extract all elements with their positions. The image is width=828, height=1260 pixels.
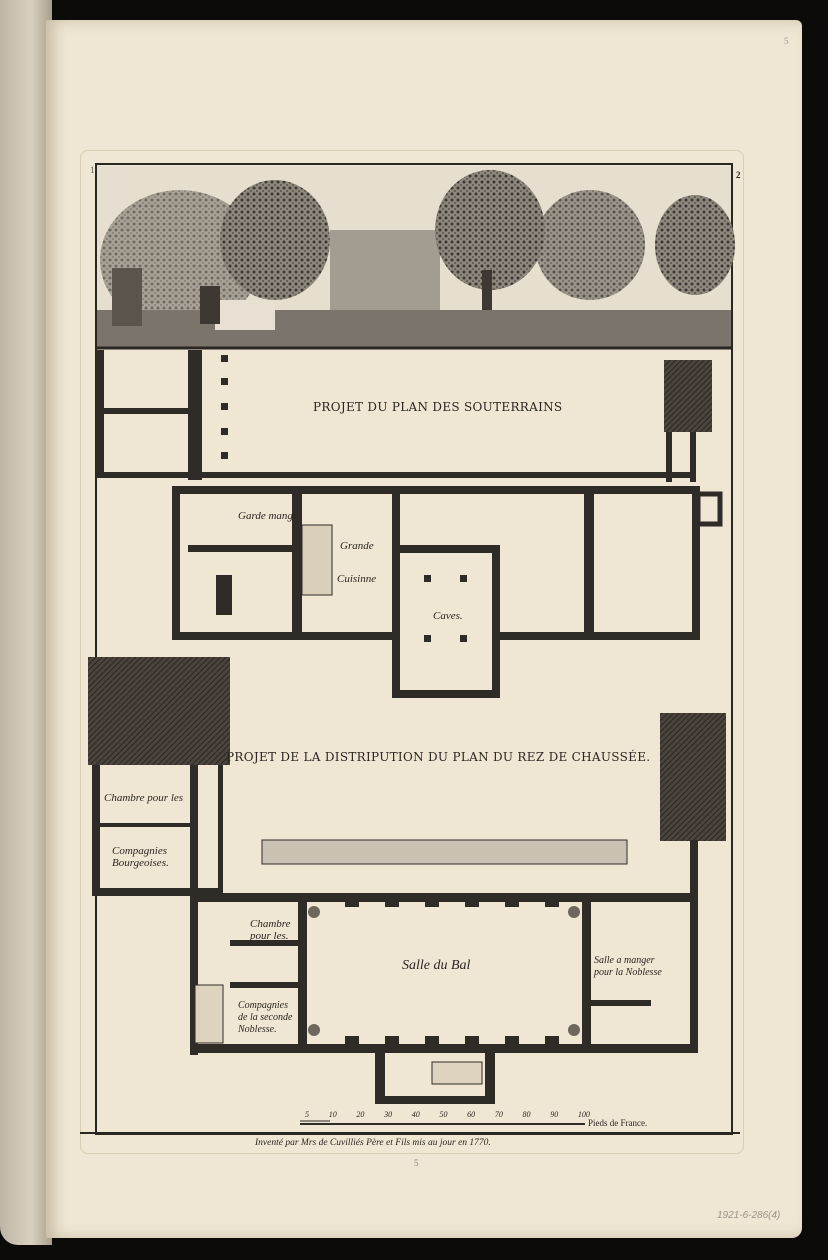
plate-number-right: 2 [736, 170, 741, 180]
scale-tick: 100 [577, 1110, 590, 1119]
scale-bar [300, 1120, 585, 1125]
label-line: Compagnies [112, 845, 167, 857]
room-label-chambre-2: Chambre pour les. [250, 918, 291, 942]
scale-unit: Pieds de France. [588, 1118, 648, 1128]
scale-tick: 10 [328, 1110, 337, 1119]
scale-tick: 20 [356, 1110, 365, 1119]
lower-plan-title: PROJET DE LA DISTRIPUTION DU PLAN DU REZ… [226, 750, 651, 764]
plate-number-left: 1 [90, 165, 95, 175]
plate-mark [80, 150, 744, 1154]
label-line: Salle a manger [594, 955, 655, 966]
room-label-caves: Caves. [433, 610, 463, 622]
scale-tick: 80 [522, 1110, 531, 1119]
scale-tick: 5 [305, 1110, 309, 1119]
room-label-garde-manger: Garde mange [238, 510, 298, 522]
scale-tick: 70 [494, 1110, 503, 1119]
label-line: Bourgeoises. [112, 857, 169, 869]
label-line: pour les. [250, 930, 289, 942]
upper-plan-title: PROJET DU PLAN DES SOUTERRAINS [313, 400, 563, 414]
pillars [221, 355, 228, 459]
scale-tick: 50 [439, 1110, 448, 1119]
page-number-bottom: 5 [414, 1158, 419, 1168]
label-line: Noblesse. [238, 1024, 277, 1035]
room-label-compagnies-bourgeoises: Compagnies Bourgeoises. [112, 845, 169, 869]
room-label-salle-du-bal: Salle du Bal [402, 958, 471, 973]
rez-de-chaussee-plan [88, 657, 726, 1104]
souterrains-plan [96, 350, 723, 698]
scale-tick: 40 [411, 1110, 420, 1119]
scale-tick: 30 [384, 1110, 393, 1119]
room-label-salle-a-manger: Salle a manger pour la Noblesse [594, 955, 662, 979]
garden-vignette [97, 166, 735, 348]
adjacent-page-edge [0, 0, 52, 1245]
scale-ticks: 5 10 20 30 40 50 60 70 80 90 100 [305, 1110, 590, 1119]
scale-tick: 60 [467, 1110, 476, 1119]
room-label-grande: Grande [340, 540, 374, 552]
wall-piers [345, 897, 559, 1046]
label-line: pour la Noblesse [594, 967, 662, 978]
label-line: Chambre [250, 918, 291, 930]
label-line: de la seconde [238, 1012, 293, 1023]
room-label-compagnies-noblesse: Compagnies de la seconde Noblesse. [238, 1000, 292, 1036]
room-label-cuisinne: Cuisinne [337, 573, 377, 585]
credit-line: Inventé par Mrs de Cuvilliés Père et Fil… [255, 1138, 491, 1148]
label-line: Compagnies [238, 1000, 288, 1011]
room-label-chambre-1: Chambre pour les [104, 792, 184, 804]
inventory-mark: 1921-6-286(4) [717, 1210, 781, 1221]
scale-tick: 90 [550, 1110, 559, 1119]
page-number-top: 5 [784, 36, 789, 46]
